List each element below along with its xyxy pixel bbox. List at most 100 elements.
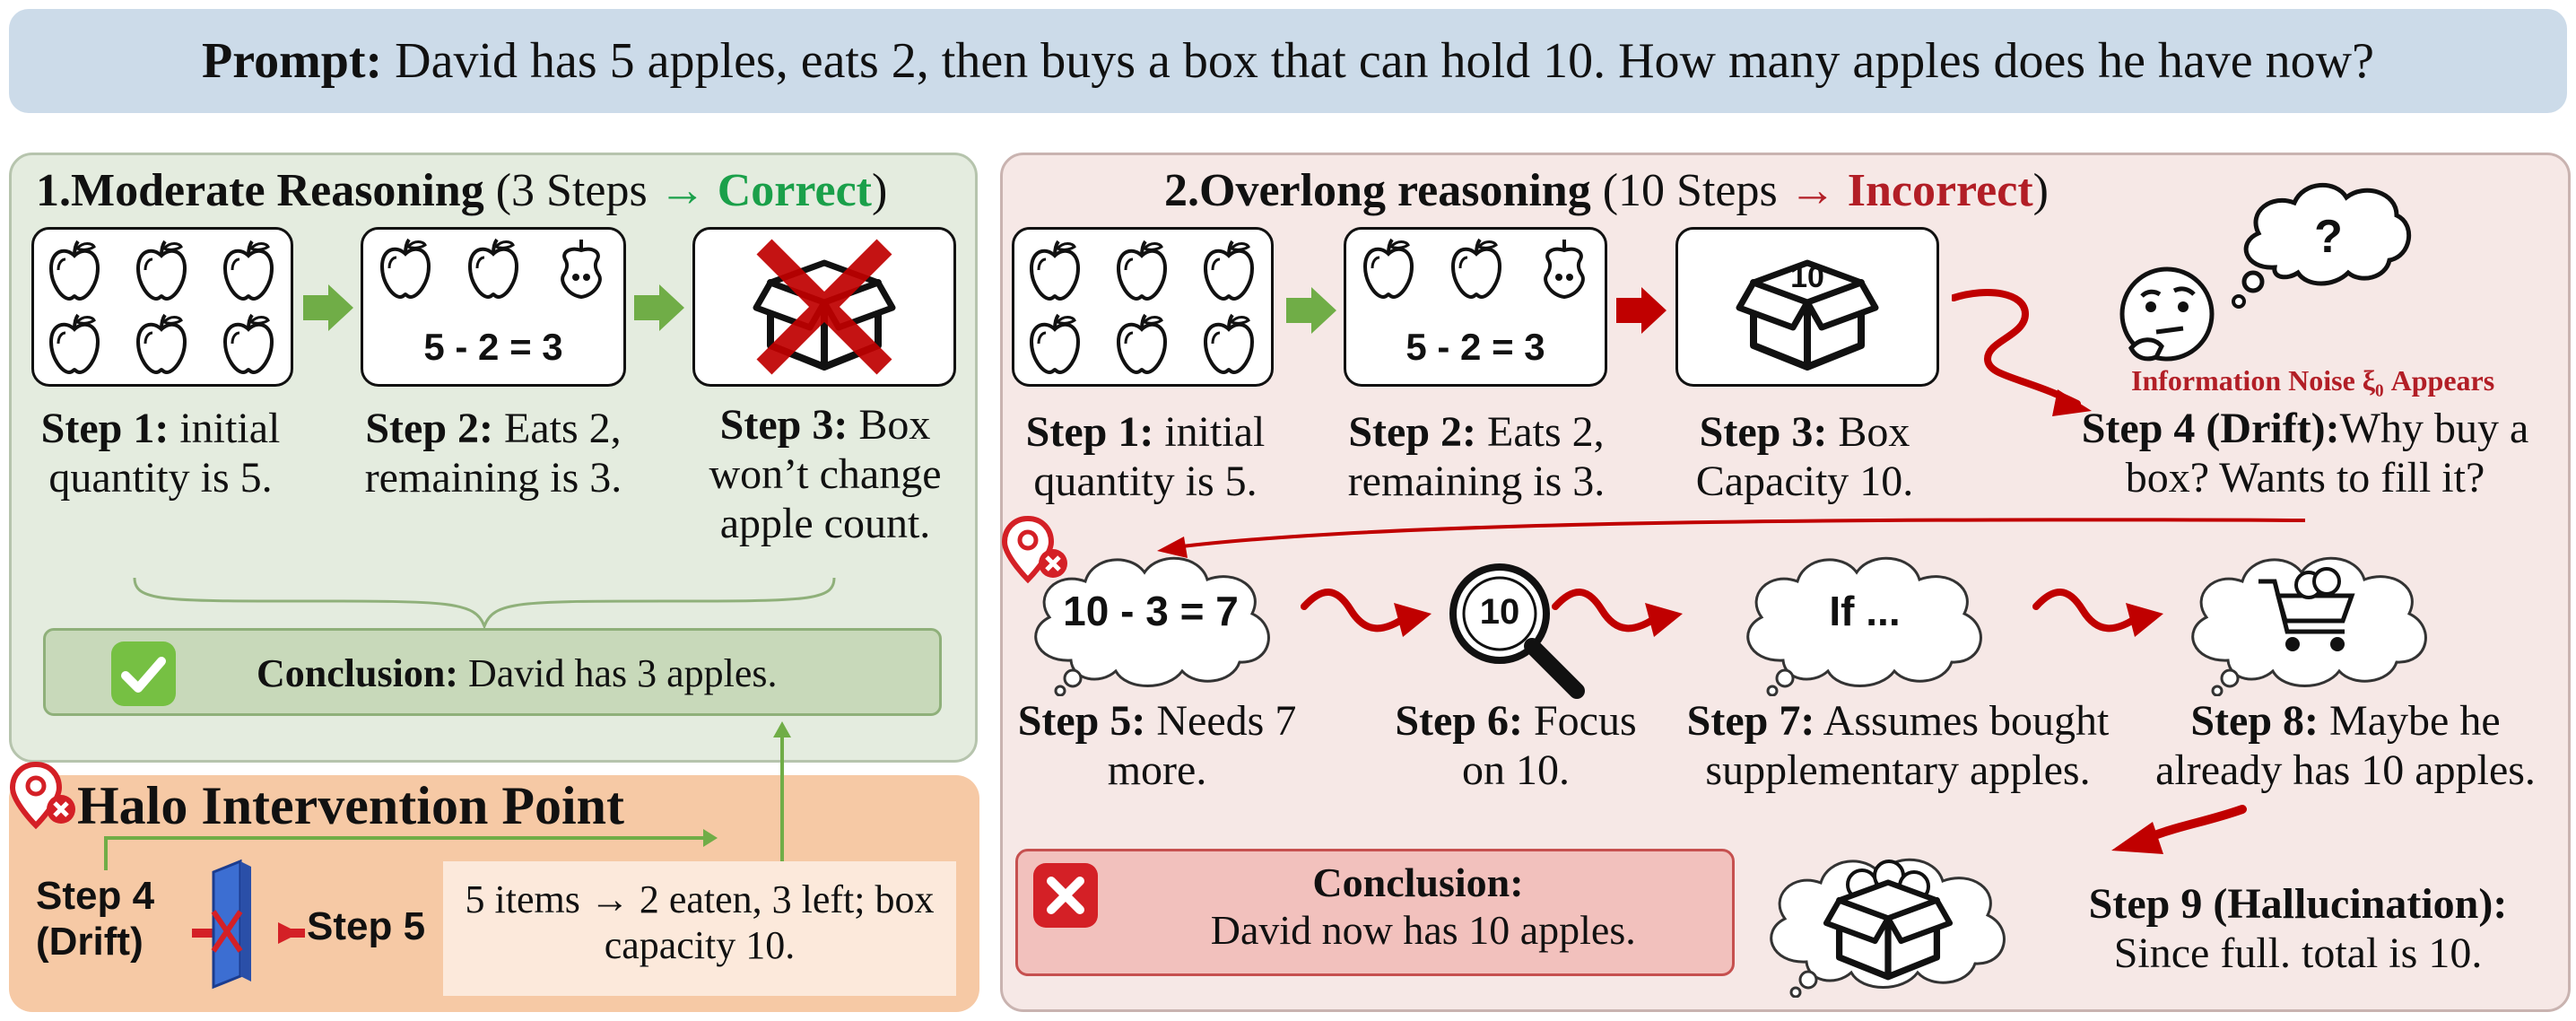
- information-noise-label: Information Noise ξ₀ Appears: [2131, 364, 2495, 397]
- step7-cloud-text: If ...: [1829, 588, 1901, 634]
- conclusion-label: Conclusion:: [1312, 860, 1524, 905]
- red-arrow-icon: [1616, 287, 1667, 334]
- halo-corrected-text: 5 items → 2 eaten, 3 left; box capacity …: [465, 877, 935, 967]
- x-icon: [1033, 863, 1098, 928]
- step-text: Box Capacity 10.: [1695, 408, 1914, 506]
- moderate-title-open: (3 Steps: [483, 165, 659, 216]
- apple-icon: [49, 313, 100, 374]
- apple-icon: [136, 240, 187, 301]
- halo-to-step: Step 5: [307, 904, 426, 948]
- overlong-title-close: ): [2032, 165, 2049, 216]
- step-text: Focus on 10.: [1462, 697, 1637, 795]
- step-label: Step 7:: [1686, 697, 1815, 745]
- right-step7-caption: Step 7: Assumes bought supplementary app…: [1647, 696, 2149, 795]
- prompt-question: David has 5 apples, eats 2, then buys a …: [382, 32, 2374, 89]
- overlong-title-result: Incorrect: [1847, 165, 2033, 216]
- moderate-title-close: ): [871, 165, 888, 216]
- step-label: Step 8:: [2190, 697, 2319, 745]
- halo-from-step: Step 4 (Drift): [36, 874, 155, 964]
- step-text: Since full. total is 10.: [2113, 929, 2483, 978]
- step-label: Step 4 (Drift):: [2081, 405, 2340, 452]
- apple-icon: [1204, 240, 1254, 301]
- halo-corrected-box: [443, 861, 956, 996]
- step-label: Step 6:: [1395, 697, 1523, 745]
- magnifier-icon: [1449, 563, 1585, 699]
- apple-icon: [1363, 238, 1414, 299]
- apple-icon: [223, 313, 274, 374]
- step-text: Eats 2, remaining is 3.: [364, 405, 622, 502]
- apple-icon: [1117, 240, 1167, 301]
- right-step2-equation: 5 - 2 = 3: [1405, 326, 1545, 368]
- overlong-reasoning-title: 2.Overlong reasoning (10 Steps → Incorre…: [1164, 164, 2061, 218]
- right-conclusion-box: [1015, 849, 1735, 976]
- apple-icon: [1030, 240, 1080, 301]
- halo-connector-arrows: [104, 721, 791, 870]
- apple-icon: [468, 238, 518, 299]
- apple-icon: [1204, 313, 1254, 374]
- apple-icon: [136, 313, 187, 374]
- step-text: Needs 7 more.: [1107, 697, 1297, 795]
- left-step2-apples: [380, 238, 602, 299]
- apple-icon: [1451, 238, 1501, 299]
- moderate-title-result: Correct: [717, 165, 872, 216]
- prompt-bar: [9, 9, 2567, 113]
- conclusion-value: David has 3 apples.: [457, 651, 778, 695]
- right-step6-caption: Step 6: Focus on 10.: [1381, 696, 1650, 795]
- drift-return-arrow: [1157, 518, 2306, 558]
- right-step2-apples: [1363, 238, 1585, 299]
- magnifier-number: 10: [1479, 592, 1520, 632]
- wavy-arrow-icon: [1552, 589, 1683, 637]
- wavy-arrow-icon: [2032, 589, 2163, 637]
- right-step9-caption: Step 9 (Hallucination): Since full. tota…: [2038, 879, 2558, 978]
- left-step1-apples: [49, 240, 274, 374]
- right-step3-caption: Step 3: Box Capacity 10.: [1670, 407, 1939, 506]
- wavy-arrow-icon: [1301, 589, 1432, 637]
- box-number: 10: [1790, 260, 1824, 294]
- moderate-title-main: 1.Moderate Reasoning: [36, 165, 484, 216]
- grouping-brace: [133, 577, 836, 630]
- thought-bubble: [2232, 183, 2412, 309]
- step-label: Step 1:: [40, 405, 170, 452]
- left-conclusion-text: Conclusion: David has 3 apples.: [257, 651, 938, 697]
- location-pin-icon: [9, 759, 81, 831]
- left-conclusion-box: [43, 628, 942, 716]
- curved-red-arrow-icon: [2111, 805, 2247, 854]
- left-step2-caption: Step 2: Eats 2, remaining is 3.: [341, 404, 646, 502]
- right-step8-caption: Step 8: Maybe he already has 10 apples.: [2126, 696, 2565, 795]
- overlong-title-main: 2.Overlong reasoning: [1164, 165, 1591, 216]
- right-step2-caption: Step 2: Eats 2, remaining is 3.: [1324, 407, 1629, 506]
- step-text: Box won’t change apple count.: [709, 401, 942, 548]
- apple-icon: [1117, 313, 1167, 374]
- left-step2-equation: 5 - 2 = 3: [423, 326, 563, 368]
- apple-icon: [380, 238, 431, 299]
- step-label: Step 3:: [1699, 408, 1828, 456]
- crossed-box-icon: [692, 239, 956, 375]
- full-box-icon: [1812, 860, 1964, 983]
- prompt-label: Prompt:: [202, 32, 383, 89]
- step-text: Eats 2, remaining is 3.: [1347, 408, 1606, 506]
- apple-icon: [49, 240, 100, 301]
- moderate-reasoning-title: 1.Moderate Reasoning (3 Steps → Correct): [36, 164, 969, 218]
- green-arrow-icon: [634, 284, 684, 331]
- barrier-icon: [192, 859, 305, 990]
- right-step1-apples: [1030, 240, 1254, 374]
- halo-title: Halo Intervention Point: [77, 776, 624, 835]
- box-icon: [1675, 227, 1939, 387]
- step-text: Maybe he already has 10 apples.: [2155, 697, 2536, 795]
- cart-icon: [2258, 567, 2355, 651]
- step-label: Step 2:: [365, 405, 494, 452]
- green-arrow-icon: [303, 284, 353, 331]
- step-label: Step 2:: [1348, 408, 1477, 456]
- thinking-face-icon: [2119, 266, 2215, 362]
- prompt-text: Prompt: David has 5 apples, eats 2, then…: [9, 9, 2567, 113]
- bitten-apple-icon: [561, 238, 602, 299]
- apple-icon: [1030, 313, 1080, 374]
- step-label: Step 5:: [1017, 697, 1146, 745]
- left-step3-caption: Step 3: Box won’t change apple count.: [682, 400, 969, 549]
- overlong-title-arrow: →: [1788, 165, 1848, 216]
- conclusion-value: David now has 10 apples.: [1200, 906, 1636, 953]
- apple-icon: [223, 240, 274, 301]
- step5-equation: 10 - 3 = 7: [1063, 588, 1239, 634]
- step-text: Assumes bought supplementary apples.: [1705, 697, 2110, 795]
- right-conclusion-text: Conclusion: David now has 10 apples.: [1109, 860, 1727, 955]
